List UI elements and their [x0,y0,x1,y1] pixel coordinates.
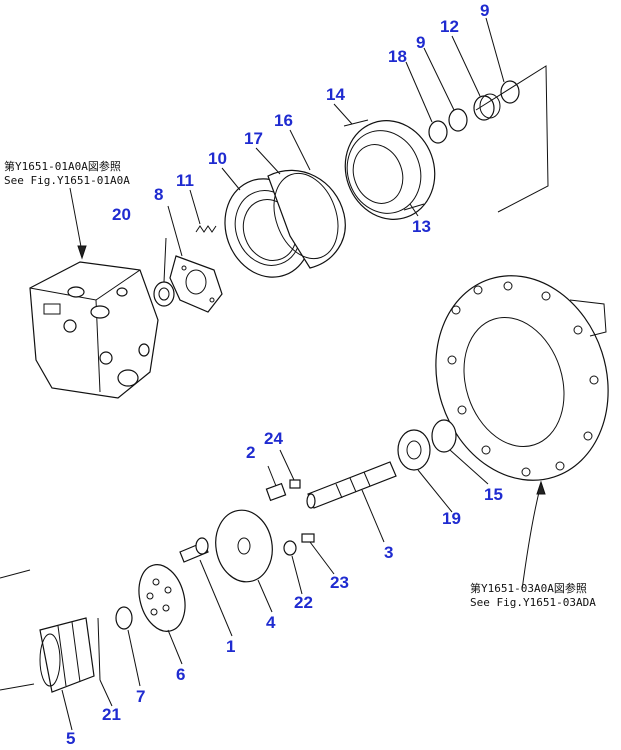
ref-arrow-top-left [69,187,87,260]
callout-21: 21 [102,705,121,724]
motor-case [435,275,609,481]
callout-23: 23 [330,573,349,592]
callout-9-a: 9 [416,33,425,52]
part-5-body [39,617,95,693]
valve-block [29,261,159,399]
callout-17: 17 [244,129,263,148]
part-9-ring-b [500,80,520,104]
callout-5: 5 [66,729,75,748]
part-8-plate [169,255,223,313]
callout-14: 14 [326,85,345,104]
callout-2: 2 [246,443,255,462]
part-9-ring-a [448,108,468,132]
part-24 [289,479,301,489]
part-22 [283,540,297,556]
part-19 [397,429,431,471]
callout-16: 16 [274,111,293,130]
part-18-ring [428,120,448,144]
ref-bottom-right-line2: See Fig.Y1651-03ADA [470,596,596,609]
callout-9-b: 9 [480,1,489,20]
frame-lower-left [0,569,35,691]
part-1-bolt [179,537,209,563]
callout-11: 11 [176,171,194,190]
callout-3: 3 [384,543,393,562]
part-20 [153,281,175,307]
callout-24: 24 [264,429,283,448]
part-21-line [97,617,101,681]
part-11-spring [195,225,217,233]
part-7 [115,606,133,630]
frame-upper-right [475,65,549,213]
ref-top-left-line2: See Fig.Y1651-01A0A [4,174,130,187]
part-13-14-gear [343,119,436,220]
callout-18: 18 [388,47,407,66]
part-4-disc [215,509,273,583]
callout-8: 8 [154,185,163,204]
part-3-shaft [306,461,397,509]
callout-19: 19 [442,509,461,528]
ref-top-left-line1: 第Y1651-01A0A図参照 [4,159,121,173]
part-23 [301,533,315,543]
callout-15: 15 [484,485,503,504]
callout-12: 12 [440,17,459,36]
callout-22: 22 [294,593,313,612]
part-15 [431,419,457,453]
callout-13: 13 [412,217,431,236]
part-16-17-cup [267,169,346,269]
ref-bottom-right-line1: 第Y1651-03A0A図参照 [470,581,587,595]
callout-20: 20 [112,205,131,224]
part-2 [265,482,287,502]
callout-10: 10 [208,149,227,168]
ref-arrow-bottom-right [521,480,546,591]
leader-lines [61,17,505,731]
callout-6: 6 [176,665,185,684]
callout-7: 7 [136,687,145,706]
callout-4: 4 [266,613,276,632]
part-6-plate [138,564,186,632]
callout-1: 1 [226,637,235,656]
